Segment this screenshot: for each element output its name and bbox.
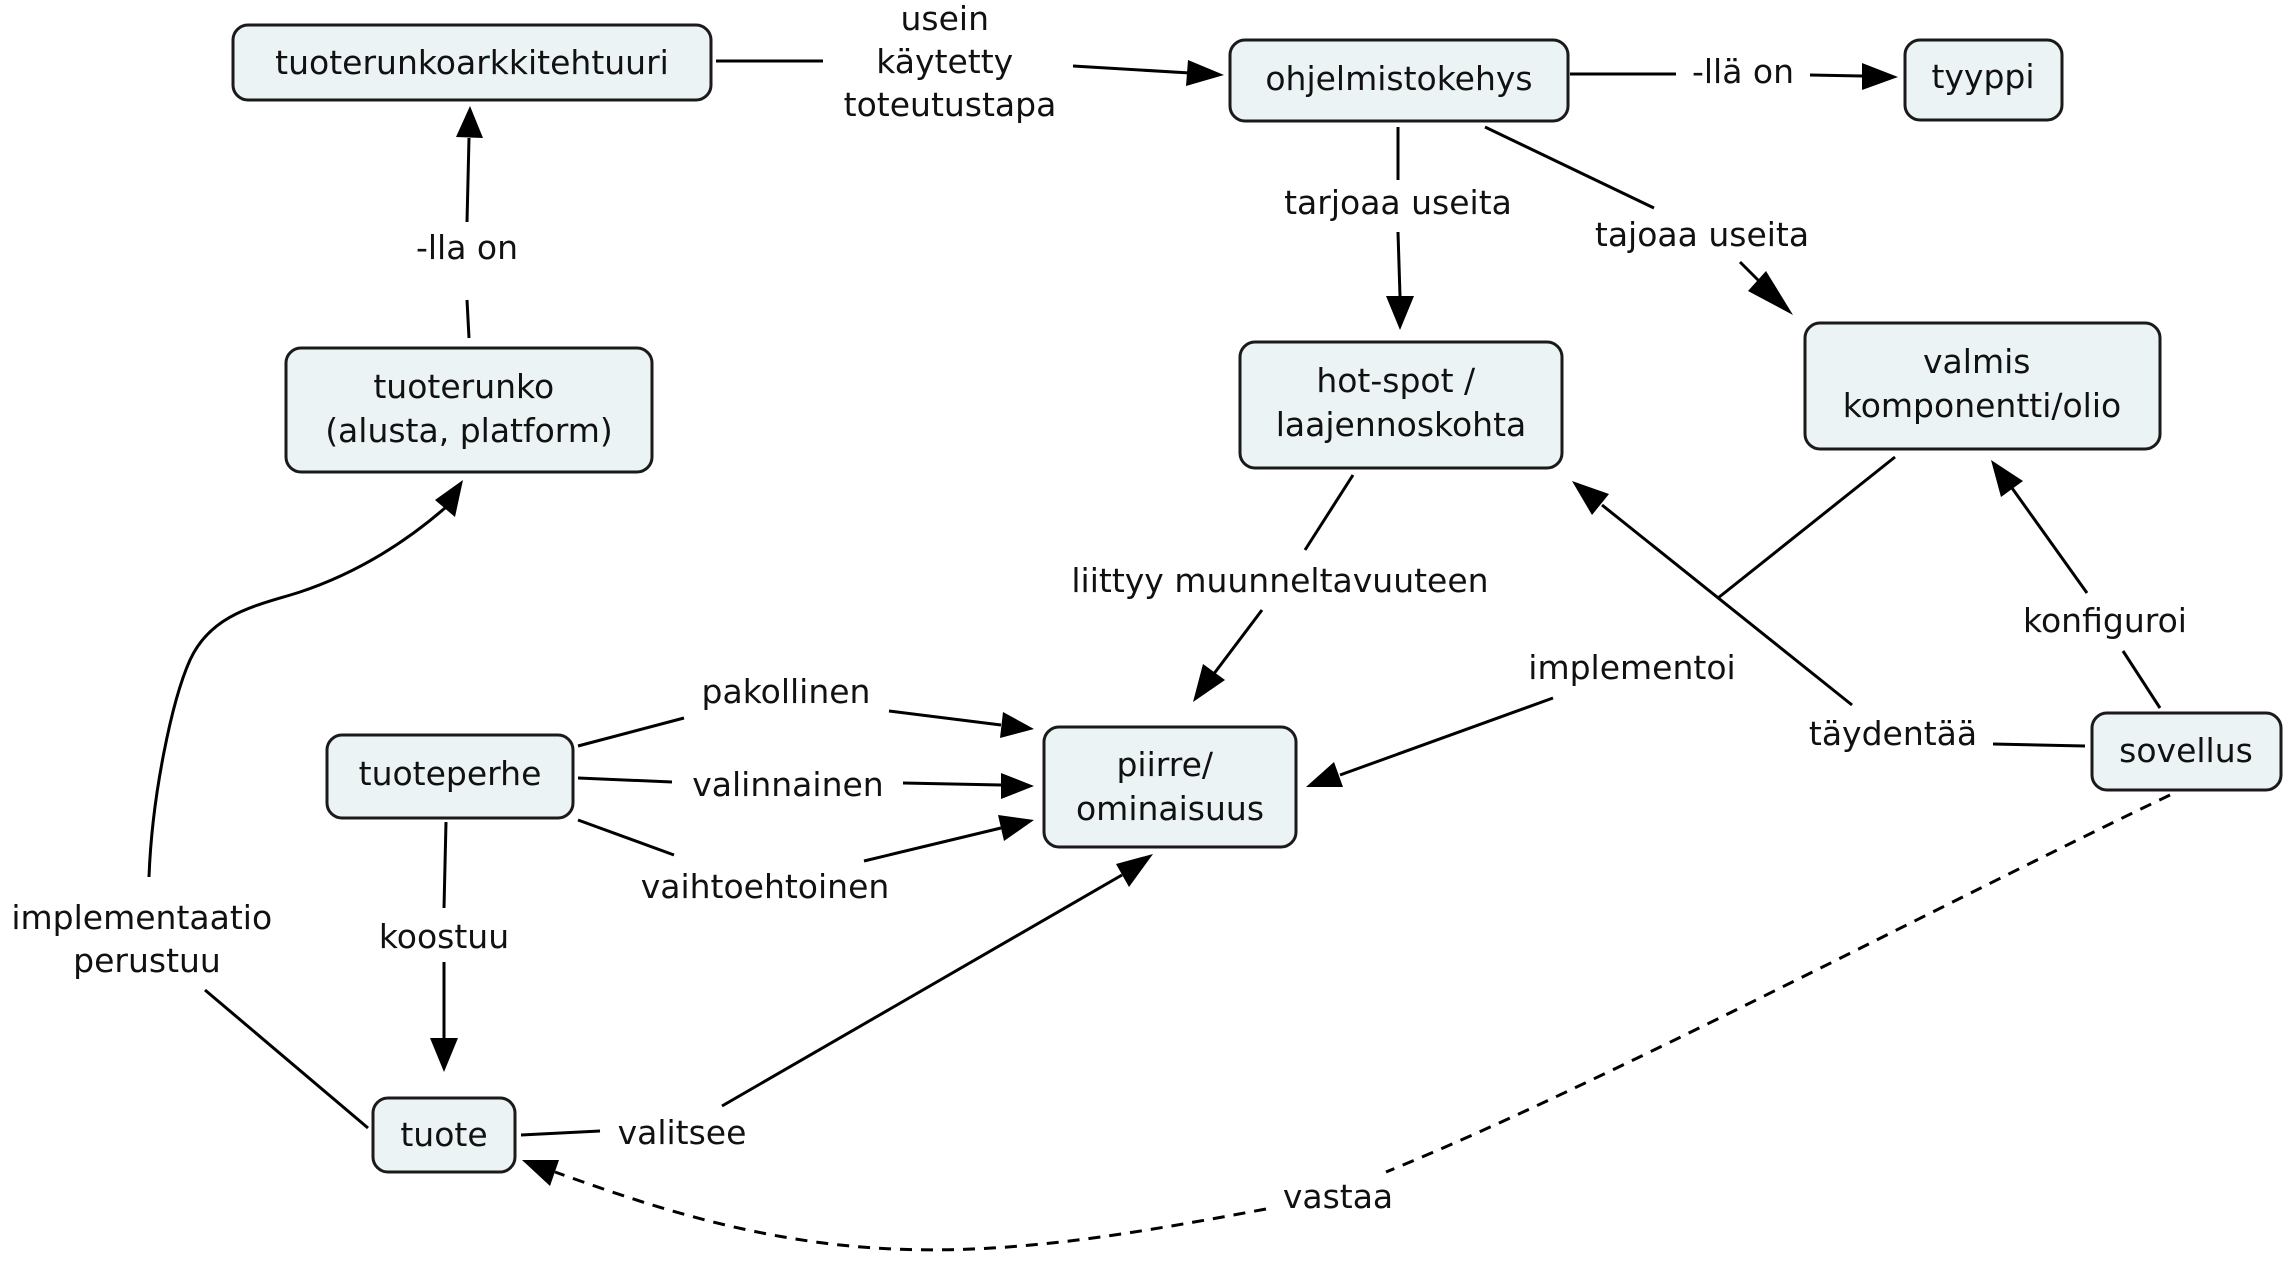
edge-line [2121,650,2162,709]
edge-line [1601,503,1853,707]
node-label: tuoterunkoarkkitehtuuri [275,43,669,82]
edge-line [2010,487,2089,594]
edge-line [1992,742,2086,748]
node-sovellus[interactable]: sovellus [2090,711,2283,792]
edge-label-tarjoaa-useita: tarjoaa useita [1284,183,1512,222]
edge-line [577,716,685,748]
arrowhead [1001,773,1034,799]
arrowhead [998,815,1034,841]
edge-line [1211,609,1264,676]
edge-label-vastaa: vastaa [1283,1177,1393,1216]
edge-line [1717,455,1896,600]
node-tyyppi[interactable]: tyyppi [1903,38,2064,122]
edge-line [1303,474,1355,551]
edge-label-valitsee: valitsee [618,1113,747,1152]
node-tuoteperhe[interactable]: tuoteperhe [325,733,575,820]
edge-line [1072,64,1191,75]
arrowhead [1386,296,1414,330]
node-label: hot-spot / laajennoskohta [1276,361,1527,444]
edge-line [1339,696,1554,777]
edge-line [1738,260,1762,284]
node-piirre[interactable]: piirre/ ominaisuus [1042,725,1298,849]
node-label: valmis komponentti/olio [1843,342,2121,425]
arrowhead [1193,664,1225,702]
edge-label-lla-on: -lla on [416,228,518,267]
edge-line [721,873,1123,1108]
node-label: tyyppi [1931,57,2034,96]
arrowhead [1862,63,1898,90]
arrowhead [456,106,483,138]
link-labels: usein käytetty toteutustapa -llä on -lla… [11,0,2187,1216]
edge-line [577,776,673,784]
edge-line-dashed [1385,793,2171,1174]
arrowhead [1991,460,2023,497]
node-label: ohjelmistokehys [1265,59,1532,98]
edge-label-konfiguroi: konfiguroi [2023,601,2187,640]
edge-line [442,821,448,909]
node-tuoterunko[interactable]: tuoterunko (alusta, platform) [284,346,654,474]
node-label: sovellus [2119,731,2253,770]
edge-label-tajoaa-useita: tajoaa useita [1595,215,1809,254]
edge-line [1396,231,1402,297]
edge-label-liittyy: liittyy muunneltavuuteen [1071,561,1488,600]
edge-line [147,506,446,878]
connectors [147,59,2171,1252]
arrowhead [522,1160,559,1186]
edge-label-implementoi: implementoi [1528,648,1735,687]
node-label: piirre/ ominaisuus [1076,745,1264,828]
arrowhead [1748,271,1793,315]
edge-line [465,137,471,223]
node-tuoterunkoarkkitehtuuri[interactable]: tuoterunkoarkkitehtuuri [231,23,713,102]
edge-line [577,818,675,857]
edge-label-valinnainen: valinnainen [692,765,883,804]
node-valmis-komponentti[interactable]: valmis komponentti/olio [1803,321,2162,451]
edge-line [863,826,1002,863]
edge-line [1484,125,1655,210]
node-label: tuoterunko (alusta, platform) [325,367,613,450]
arrowhead [1572,481,1609,515]
edge-label-lla-on-tyyppi: -llä on [1692,52,1794,91]
arrowhead [1186,60,1224,86]
node-tuote[interactable]: tuote [371,1096,517,1174]
edge-line [888,709,1002,727]
edge-line [465,299,471,339]
node-hot-spot[interactable]: hot-spot / laajennoskohta [1238,340,1564,470]
edge-line [520,1129,601,1137]
arrowhead [1306,762,1343,787]
edge-label-vaihtoehtoinen: vaihtoehtoinen [641,867,890,906]
edge-label-implementaatio: implementaatio perustuu [11,898,282,980]
arrowhead [1116,854,1153,887]
edge-label-koostuu: koostuu [379,917,509,956]
edge-label-usein-kaytetty: usein käytetty toteutustapa [844,0,1057,124]
node-ohjelmistokehys[interactable]: ohjelmistokehys [1228,38,1570,123]
edge-line-dashed [554,1170,1267,1252]
node-label: tuoteperhe [359,754,542,793]
edge-line [902,781,1002,787]
edge-line [204,988,369,1130]
arrowhead [435,480,463,517]
edge-line [1809,73,1863,78]
edge-label-pakollinen: pakollinen [702,672,871,711]
arrowhead [1000,712,1034,738]
arrowhead [430,1038,458,1072]
edge-label-taydentaa: täydentää [1809,714,1977,753]
node-label: tuote [400,1115,487,1154]
